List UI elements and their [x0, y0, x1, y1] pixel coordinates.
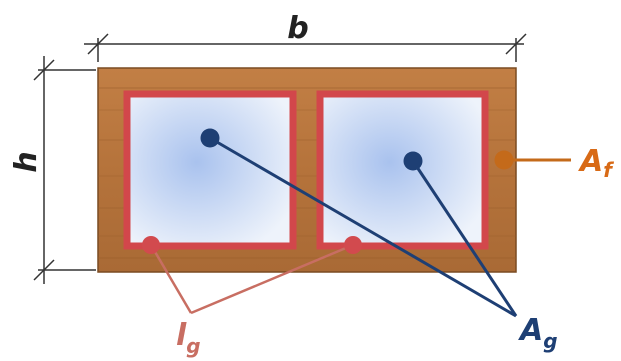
width-label: b: [287, 11, 308, 46]
height-dimension: h: [9, 56, 96, 284]
glass-edge-marker-left: [142, 236, 160, 254]
glass-edge-marker-right: [344, 236, 362, 254]
height-label: h: [9, 151, 44, 172]
glass-area-marker-right: [403, 151, 423, 171]
glass-edge-label: lg: [176, 318, 201, 358]
height-tick-top: [33, 59, 55, 81]
glass-edge-leaders: [142, 236, 362, 315]
glass-pane-left: [123, 90, 297, 250]
glass-pane-right: [316, 90, 489, 250]
height-tick-bottom: [33, 259, 55, 281]
frame-area-label: Af: [578, 144, 614, 182]
width-tick-left: [87, 33, 109, 55]
frame-area-marker: [494, 150, 514, 170]
width-tick-right: [505, 33, 527, 55]
frame-area-leader: [494, 150, 571, 170]
glass-area-label: Ag: [518, 313, 558, 353]
glass-area-marker-left: [200, 128, 220, 148]
glass-area-leaders: [200, 128, 518, 318]
width-dimension: b: [84, 11, 527, 62]
